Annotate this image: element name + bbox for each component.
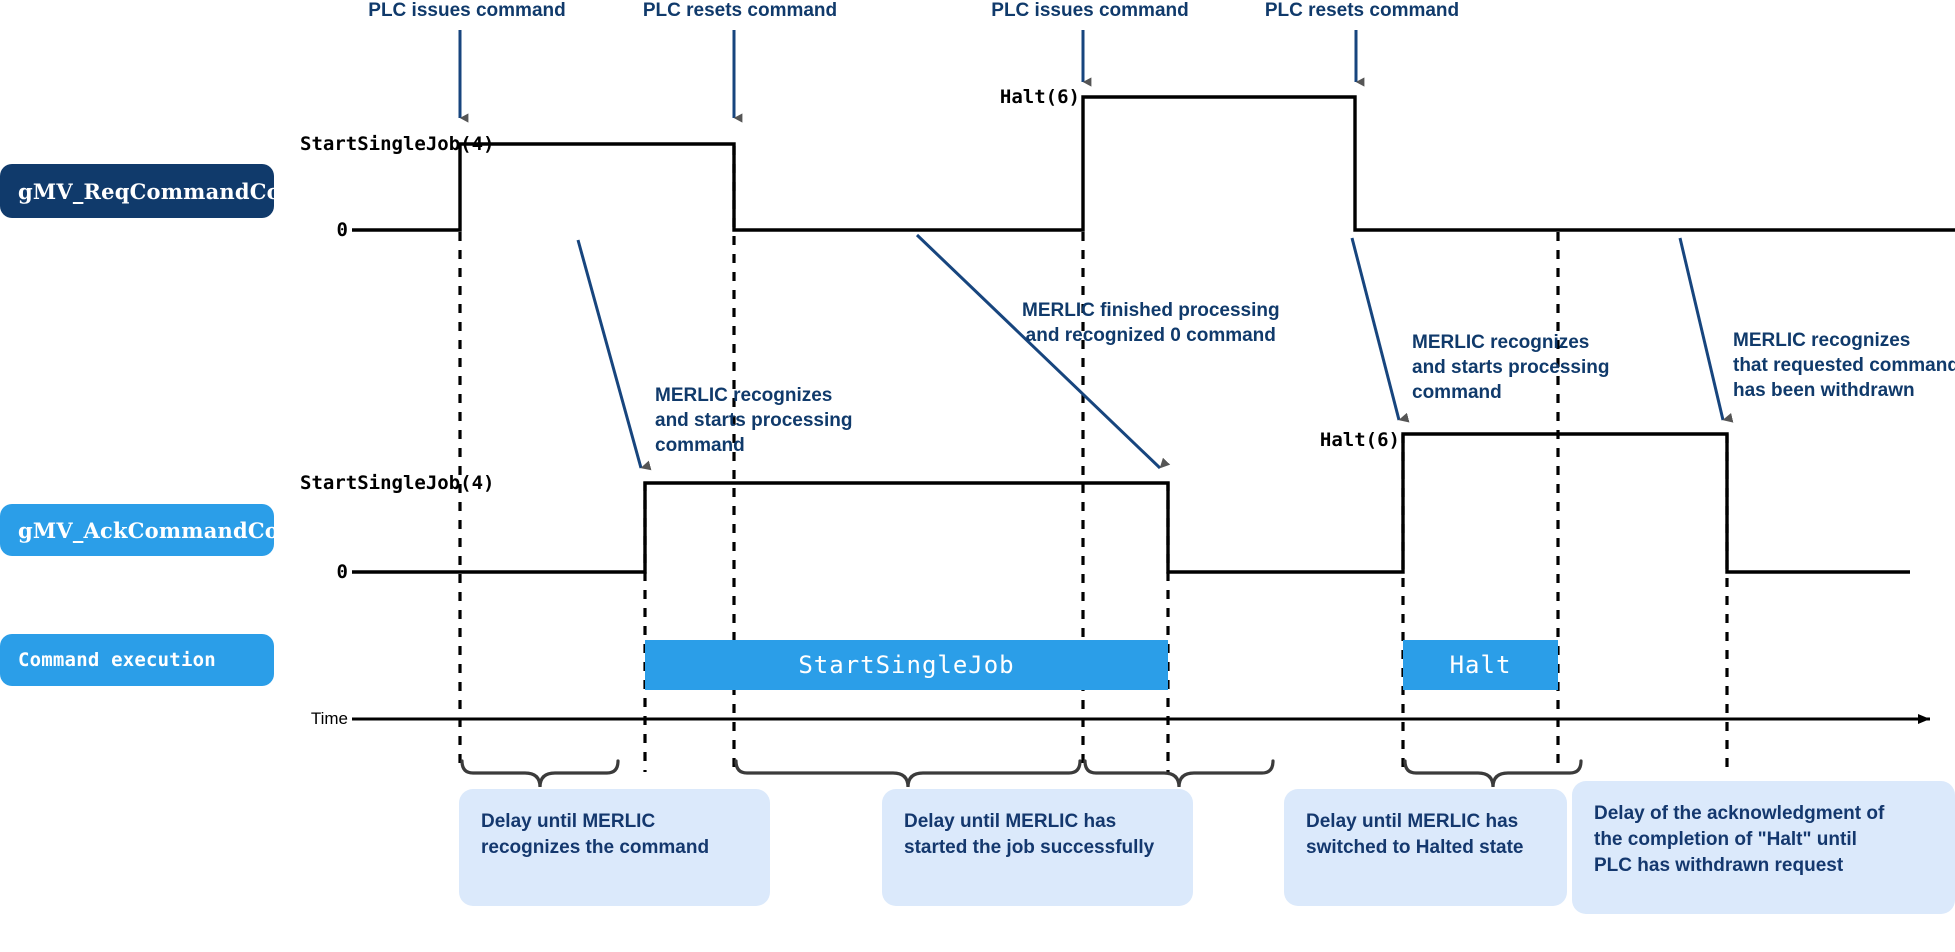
callout-line: the completion of "Halt" until: [1594, 829, 1857, 850]
row-label-ack-command-code[interactable]: gMV_AckCommandCode: [0, 504, 307, 556]
callout-line: started the job successfully: [904, 837, 1155, 858]
top-annotation-plc-resets-command-2: PLC resets command: [1264, 0, 1460, 21]
brace-3: [1083, 759, 1275, 788]
callout-line: Delay until MERLIC has: [904, 811, 1117, 832]
annotation-merlic-recognizes-2: MERLIC recognizes and starts processing …: [1412, 330, 1609, 405]
top-annotation-plc-issues-command-1: PLC issues command: [368, 0, 566, 21]
annotation-line: MERLIC recognizes: [655, 385, 833, 406]
delay-braces: [460, 759, 1583, 788]
ack-signal-waveform: [352, 432, 1910, 574]
row-label-req-command-code[interactable]: gMV_ReqCommandCode: [0, 164, 309, 218]
annotation-line: that requested command: [1733, 355, 1955, 376]
top-annotation-plc-resets-command-1: PLC resets command: [642, 0, 838, 21]
callout-delay-acknowledgment-halt: Delay of the acknowledgment of the compl…: [1572, 781, 1955, 914]
callout-line: Delay until MERLIC has: [1306, 811, 1519, 832]
callout-line: Delay until MERLIC: [481, 811, 656, 832]
annotation-merlic-withdrawn: MERLIC recognizes that requested command…: [1733, 328, 1955, 403]
brace-2: [734, 759, 1082, 788]
anno-arrow-merlic-recognizes-2: [1350, 237, 1410, 423]
annotation-line: MERLIC recognizes: [1733, 330, 1911, 351]
callout-delay-halted-state: Delay until MERLIC has switched to Halte…: [1284, 789, 1567, 906]
anno-arrow-merlic-withdrawn: [1678, 237, 1734, 423]
anno-arrow-merlic-recognizes-1: [576, 239, 652, 471]
brace-4: [1403, 759, 1583, 788]
annotation-line: and recognized 0 command: [1025, 325, 1276, 346]
callout-line: Delay of the acknowledgment of: [1594, 803, 1885, 824]
callout-line: recognizes the command: [481, 837, 710, 858]
row-label-req-text: gMV_ReqCommandCode: [18, 178, 310, 204]
level-label-ack-start-single-job: StartSingleJob(4): [300, 472, 495, 494]
level-label-req-zero: 0: [336, 219, 348, 241]
annotation-line: command: [655, 435, 745, 456]
annotation-line: command: [1412, 382, 1502, 403]
execution-bar-start-single-job[interactable]: StartSingleJob: [645, 640, 1168, 690]
level-label-req-halt: Halt(6): [999, 86, 1080, 108]
annotation-line: and starts processing: [1412, 357, 1610, 378]
annotation-line: and starts processing: [655, 410, 853, 431]
brace-1: [460, 759, 620, 788]
row-label-command-execution[interactable]: Command execution: [0, 634, 274, 686]
callout-delay-started-job: Delay until MERLIC has started the job s…: [882, 789, 1193, 906]
annotation-line: MERLIC finished processing: [1022, 300, 1280, 321]
callout-delay-recognizes-command: Delay until MERLIC recognizes the comman…: [459, 789, 770, 906]
anno-arrow-merlic-finished: [915, 233, 1171, 470]
level-label-ack-halt: Halt(6): [1319, 429, 1400, 451]
guide-lines: [458, 146, 1729, 772]
level-label-req-start-single-job: StartSingleJob(4): [300, 133, 495, 155]
execution-bar-halt[interactable]: Halt: [1403, 640, 1558, 690]
annotation-merlic-recognizes-1: MERLIC recognizes and starts processing …: [655, 383, 852, 458]
callout-line: switched to Halted state: [1306, 837, 1524, 858]
top-annotation-plc-issues-command-2: PLC issues command: [991, 0, 1189, 21]
level-label-ack-zero: 0: [336, 561, 348, 583]
callout-line: PLC has withdrawn request: [1594, 855, 1844, 876]
row-label-exec-text: Command execution: [18, 649, 216, 671]
execution-bar-label: Halt: [1449, 651, 1512, 679]
annotation-arrows: [576, 233, 1734, 471]
req-signal-waveform: [352, 95, 1955, 232]
annotation-line: has been withdrawn: [1733, 380, 1915, 401]
annotation-line: MERLIC recognizes: [1412, 332, 1590, 353]
execution-bar-label: StartSingleJob: [798, 651, 1015, 679]
row-label-ack-text: gMV_AckCommandCode: [18, 517, 308, 543]
annotation-merlic-finished: MERLIC finished processing and recognize…: [1022, 298, 1280, 348]
axis-label-time: Time: [310, 709, 348, 728]
